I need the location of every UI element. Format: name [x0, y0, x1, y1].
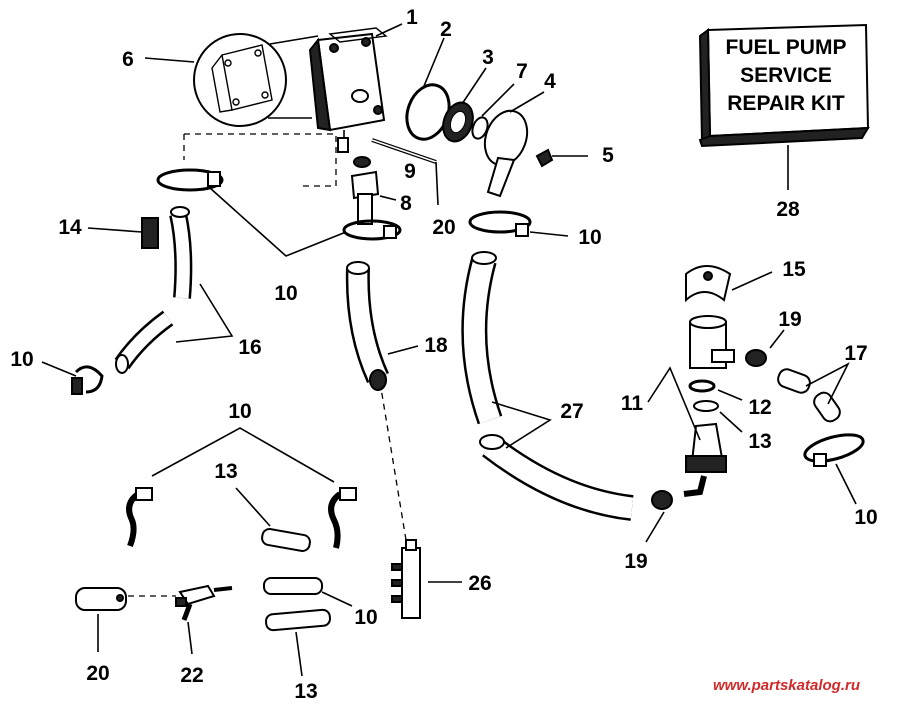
callout-13-right: 13 [748, 430, 771, 453]
clamp-right [803, 433, 865, 505]
callout-10-left: 10 [10, 348, 33, 371]
callout-4: 4 [544, 70, 556, 93]
pump-cover-parts [405, 83, 588, 198]
check-valve-and-screw [353, 138, 439, 206]
watermark-text: www.partskatalog.ru [713, 677, 860, 694]
hose-27 [461, 251, 634, 521]
callout-18: 18 [424, 334, 448, 357]
kit-label-line-3: REPAIR KIT [727, 92, 845, 115]
callout-13-bottom: 13 [294, 680, 317, 703]
fuel-pump-body [308, 27, 388, 153]
callout-26: 26 [468, 572, 491, 595]
callout-22: 22 [180, 664, 203, 687]
clamps-lower [126, 427, 357, 549]
clamps-top [156, 168, 569, 257]
dashed-leader-hose-18 [379, 381, 407, 541]
callout-3: 3 [482, 46, 494, 69]
callout-12: 12 [748, 396, 771, 419]
hoses-16 [114, 206, 234, 374]
gasket-inset-circle [144, 33, 319, 127]
callout-7: 7 [516, 60, 528, 83]
callout-16: 16 [238, 336, 261, 359]
clamp-left [41, 361, 104, 395]
fuel-filter-11 [647, 315, 743, 497]
bracket-15 [685, 265, 773, 303]
callout-13-middle: 13 [214, 460, 237, 483]
callout-27: 27 [560, 400, 583, 423]
fitting-8 [350, 170, 397, 225]
callout-10-lower-middle: 10 [228, 400, 251, 423]
callout-10-bottom: 10 [354, 606, 377, 629]
callout-10-right: 10 [854, 506, 877, 529]
spring-14 [87, 217, 159, 249]
callout-2: 2 [440, 18, 452, 41]
callout-28: 28 [776, 198, 800, 221]
callout-9: 9 [404, 160, 416, 183]
top-leaders [375, 23, 545, 117]
callout-20-top: 20 [432, 216, 455, 239]
callout-19-lower: 19 [624, 550, 647, 573]
callout-6: 6 [122, 48, 134, 71]
hoses-17 [777, 362, 850, 423]
callout-20-bottom: 20 [86, 662, 109, 685]
callout-8: 8 [400, 192, 412, 215]
callout-11: 11 [621, 392, 644, 415]
connectors-19 [645, 329, 785, 543]
dashed-leader-pump [184, 133, 337, 187]
callout-19-upper: 19 [778, 308, 801, 331]
callout-17: 17 [844, 342, 867, 365]
callout-15: 15 [782, 258, 806, 281]
bottom-parts [75, 577, 353, 677]
callout-numbers: 1 2 3 4 5 6 7 8 9 20 28 10 10 14 16 10 1… [10, 6, 877, 703]
callout-10-upper-right: 10 [578, 226, 601, 249]
callout-10-upper-middle: 10 [274, 282, 297, 305]
callout-1: 1 [406, 6, 418, 29]
repair-kit-box: FUEL PUMP SERVICE REPAIR KIT [698, 23, 870, 190]
hose-13-middle [235, 487, 311, 552]
callout-14: 14 [58, 216, 82, 239]
hose-18 [345, 261, 419, 391]
kit-label-line-2: SERVICE [740, 64, 832, 87]
callout-5: 5 [602, 144, 614, 167]
kit-label-line-1: FUEL PUMP [726, 36, 847, 59]
manifold-26 [391, 539, 462, 619]
